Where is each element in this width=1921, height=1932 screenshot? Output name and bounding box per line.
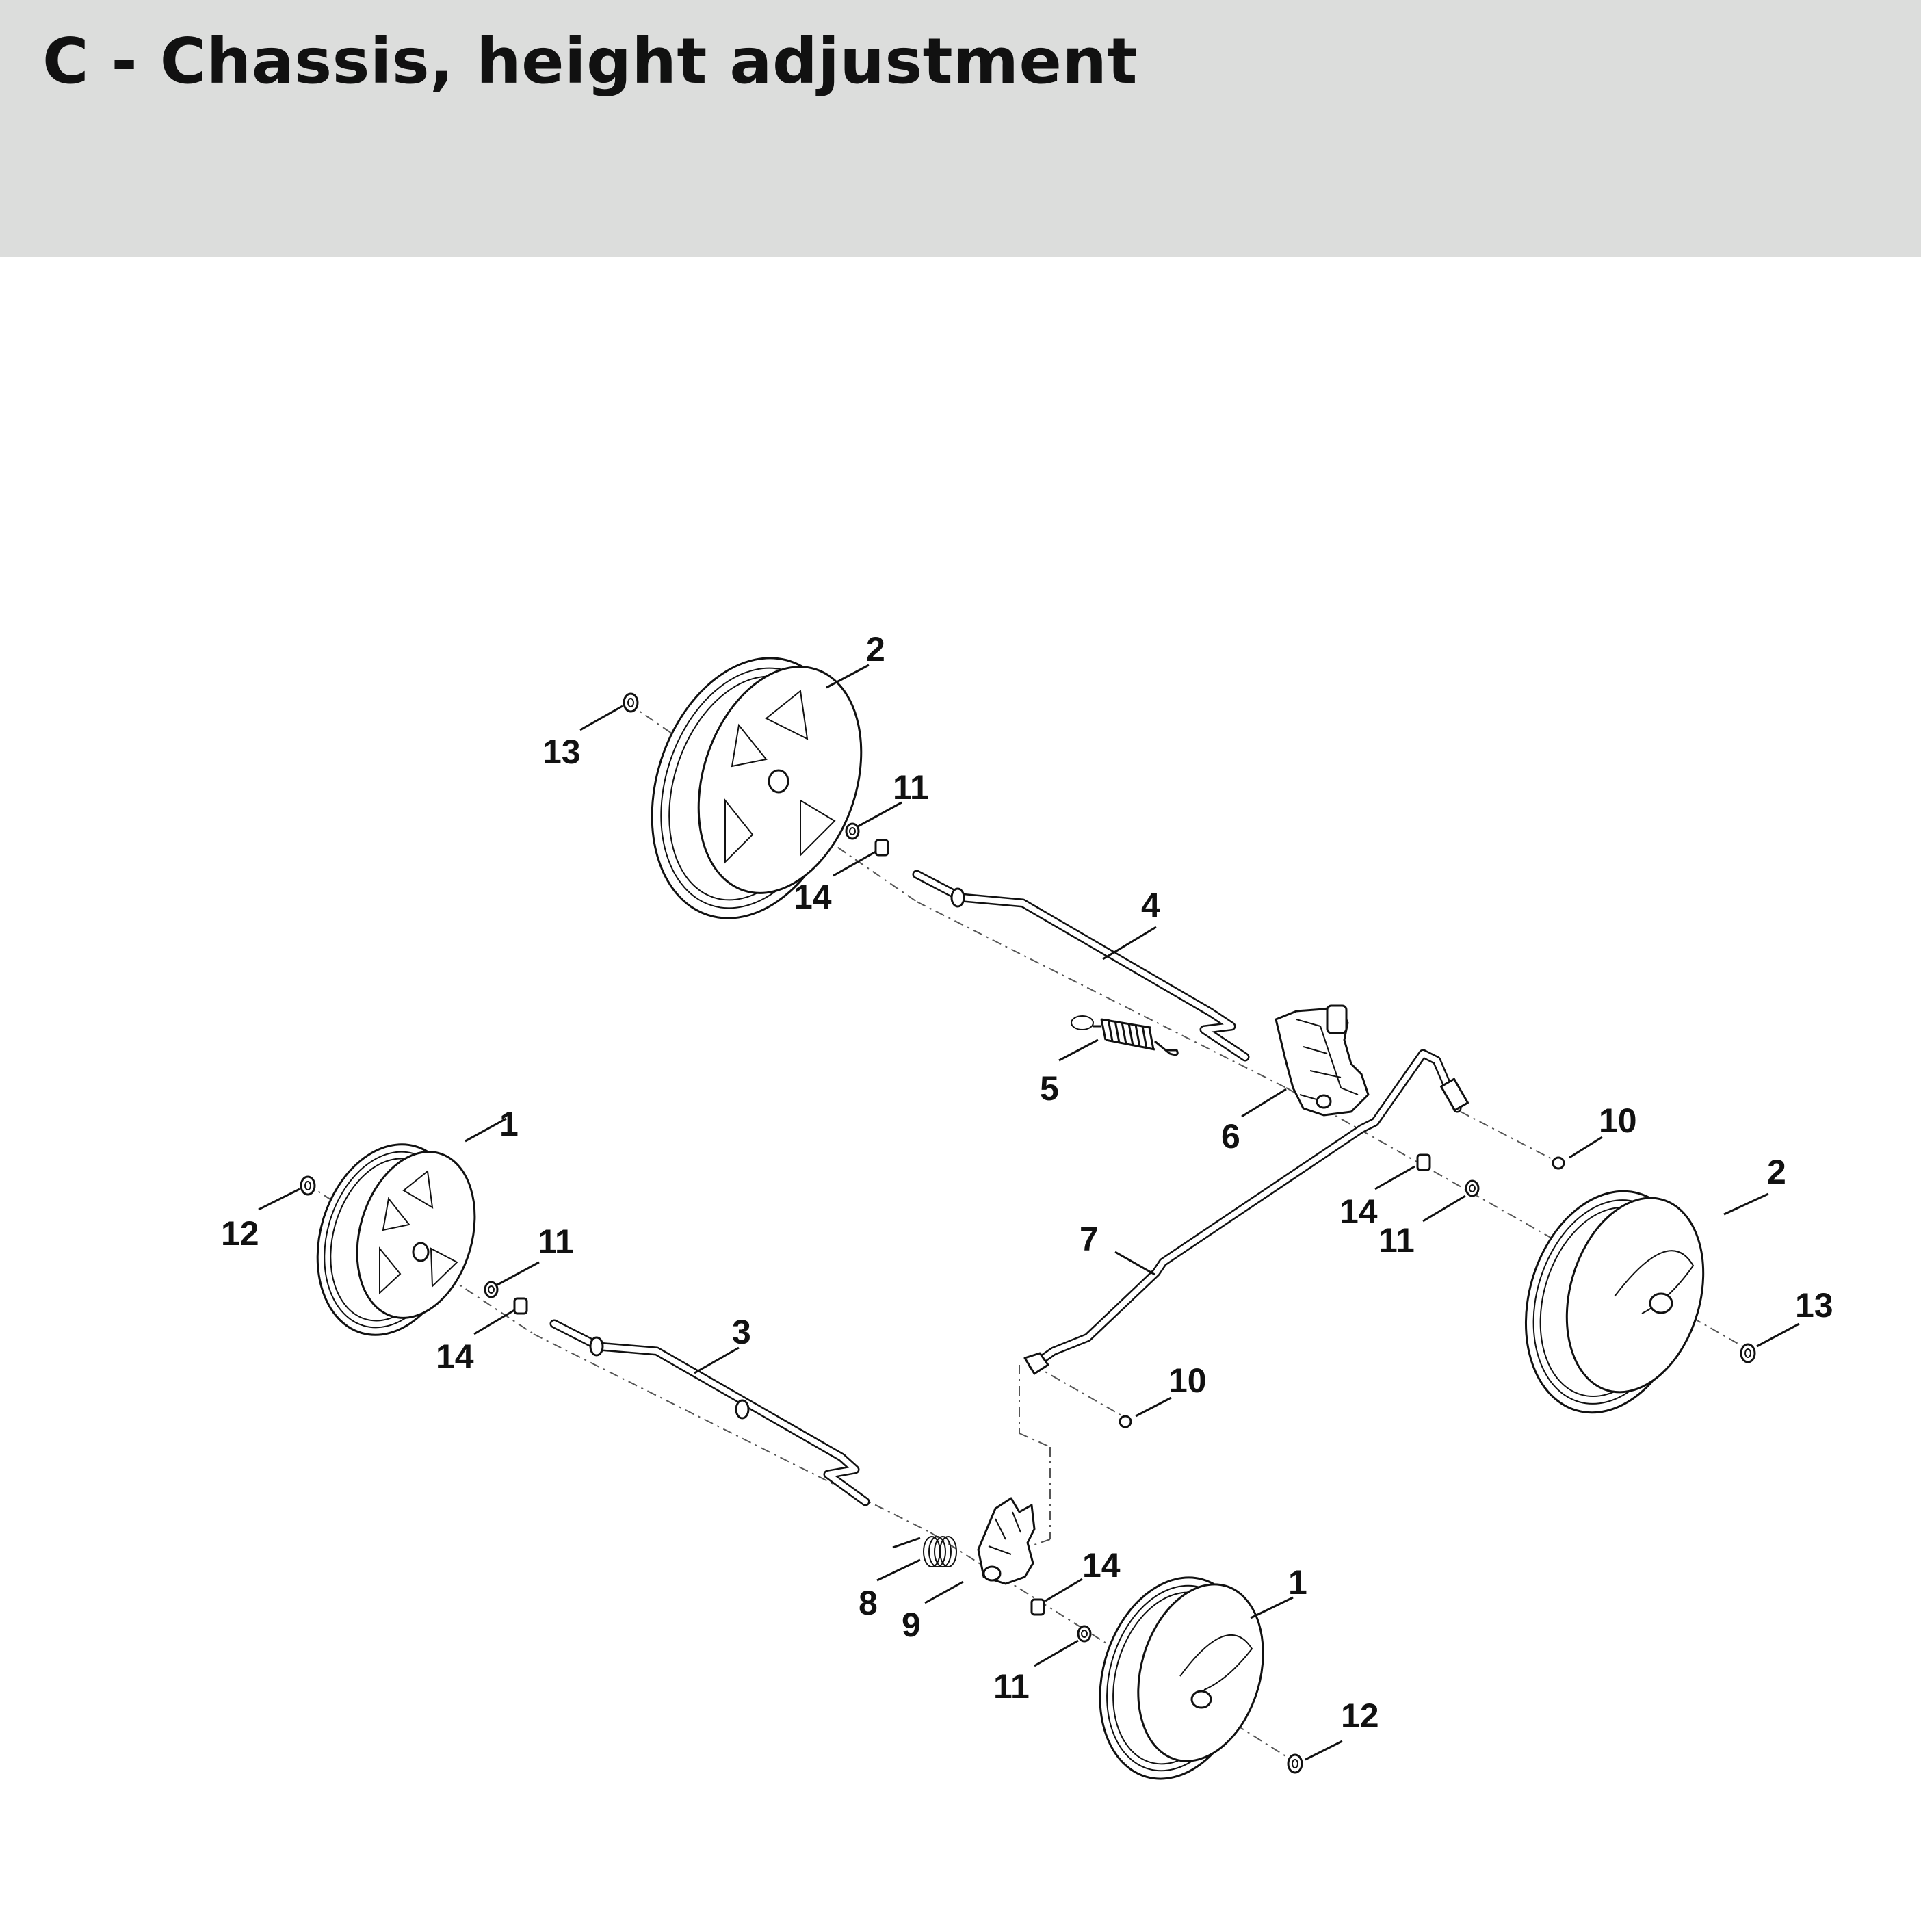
small-parts [300,692,1756,1774]
leader-lines [258,664,1800,1761]
wheel-2-right [1524,1190,1705,1414]
callout-4: 4 [1141,886,1160,924]
callout-14-bottom: 14 [1082,1546,1121,1584]
callout-8: 8 [859,1584,878,1622]
assembly-axes [306,703,1752,1766]
height-bracket-6 [1275,1004,1370,1117]
callout-11-bottom: 11 [993,1667,1030,1706]
callout-6: 6 [1221,1117,1240,1156]
header-band [0,0,1921,257]
tension-spring-5 [1071,1015,1179,1056]
callout-11-mid: 11 [1378,1221,1415,1259]
callout-labels: 2 13 11 14 4 5 6 10 1 12 11 14 3 7 14 11… [221,630,1833,1735]
callout-2-top: 2 [866,630,885,668]
callout-5: 5 [1040,1069,1059,1108]
axle-rod-3 [549,1319,870,1506]
height-bracket-9 [977,1497,1036,1585]
wheel-1-bottom [1099,1576,1264,1780]
lever-rod-7 [1023,1049,1469,1375]
callout-14-mid: 14 [1340,1192,1378,1231]
callout-2-right: 2 [1767,1153,1786,1191]
wheel-2-top [651,657,863,919]
callout-12-left: 12 [221,1214,259,1253]
callout-11-left: 11 [538,1223,574,1261]
callout-10-right: 10 [1599,1101,1637,1140]
callout-3: 3 [732,1313,751,1351]
callout-14-top: 14 [794,878,832,916]
callout-7: 7 [1080,1220,1099,1258]
page-title: C - Chassis, height adjustment [42,25,1138,98]
callout-11-top: 11 [893,768,929,807]
callout-1-left: 1 [499,1105,519,1143]
callout-13-right: 13 [1795,1286,1833,1324]
torsion-spring-8 [892,1536,957,1567]
callout-9: 9 [902,1606,921,1644]
wheel-1-left [316,1143,476,1336]
axle-rod-4 [912,870,1250,1062]
callout-12-bottom: 12 [1341,1697,1379,1735]
callout-14-left: 14 [436,1337,474,1376]
callout-10-bottom: 10 [1168,1361,1207,1400]
callout-1-bottom: 1 [1288,1563,1307,1602]
callout-13-top: 13 [543,733,581,771]
